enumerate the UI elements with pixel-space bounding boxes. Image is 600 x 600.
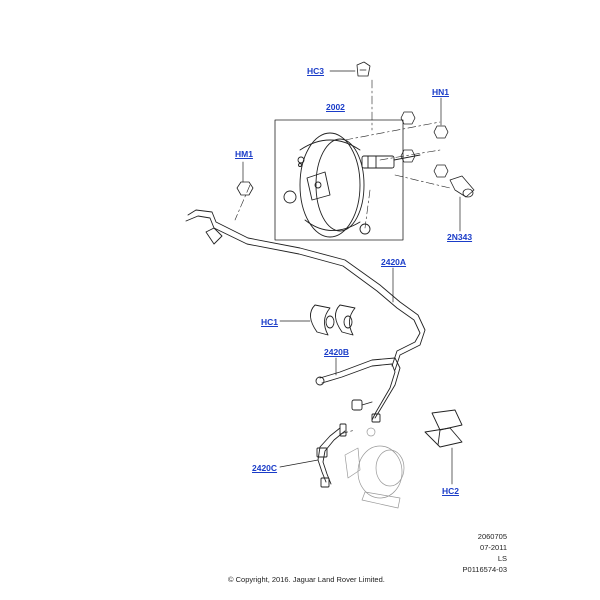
callout-hc3: HC3 — [307, 66, 325, 76]
callout-2002: 2002 — [326, 102, 345, 112]
callout-hn1: HN1 — [432, 87, 450, 97]
month-year: 07-2011 — [480, 543, 507, 552]
pipe-2420b — [315, 357, 401, 423]
vacuum-pipe — [185, 209, 426, 371]
pipe-2420c — [316, 423, 347, 488]
booster-group-box — [274, 119, 404, 241]
callout-2420a: 2420A — [381, 257, 407, 267]
callout-2420b: 2420B — [324, 347, 350, 357]
callout-2420c: 2420C — [252, 463, 278, 473]
copyright-notice: © Copyright, 2016. Jaguar Land Rover Lim… — [228, 575, 385, 584]
2n343-pin — [449, 175, 475, 198]
hc2-clip — [424, 409, 463, 448]
brake-booster — [283, 132, 421, 238]
hm1-nut — [236, 181, 254, 196]
initials: LS — [497, 554, 507, 563]
vacuum-pump — [344, 427, 405, 509]
callout-2n343: 2N343 — [447, 232, 473, 242]
centre-lines — [234, 79, 451, 435]
hc3-clip — [356, 61, 371, 77]
callout-hc2: HC2 — [442, 486, 460, 496]
hn1-nuts — [400, 111, 449, 178]
callout-hm1: HM1 — [235, 149, 253, 159]
date-code: 2060705 — [477, 532, 507, 541]
hc1-clip — [310, 304, 356, 336]
part-reference: P0116574-03 — [462, 565, 507, 574]
callout-hc1: HC1 — [261, 317, 279, 327]
leader-lines — [242, 70, 461, 485]
